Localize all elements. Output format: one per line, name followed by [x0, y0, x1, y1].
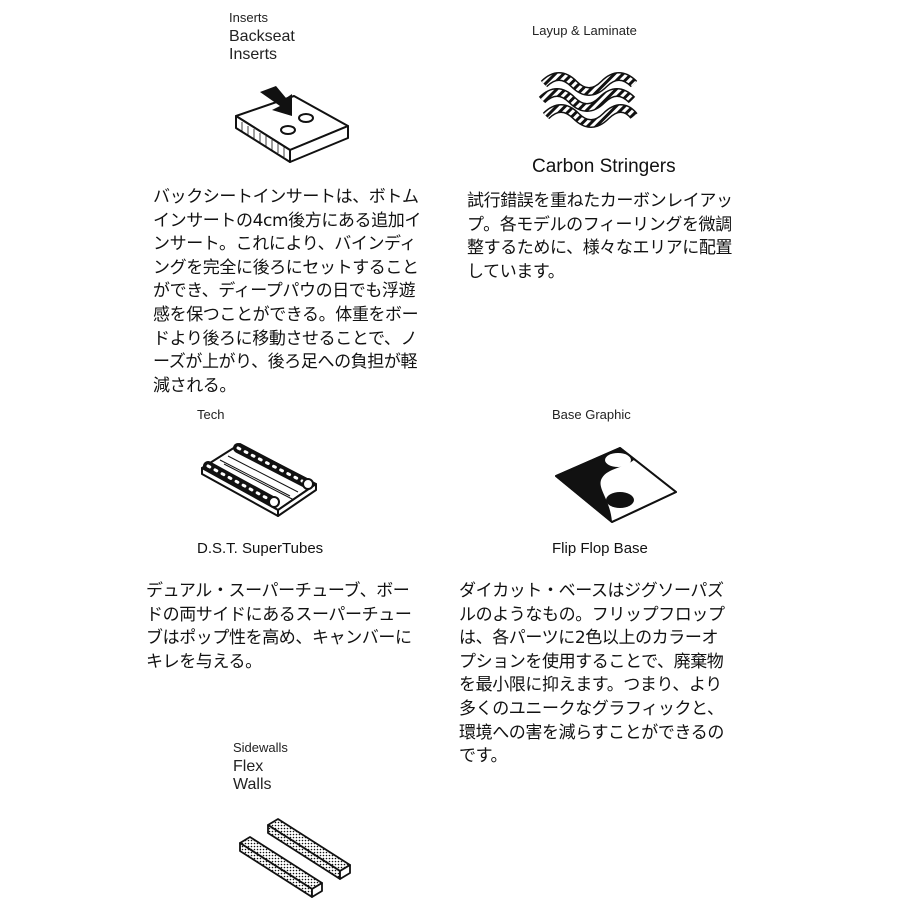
tech-name: D.S.T. SuperTubes: [197, 540, 324, 557]
tech-desc-line: キレを与える。: [146, 651, 262, 672]
layup-desc-line: 整するために、様々なエリアに配置: [467, 238, 733, 259]
inserts-desc-line: 感を保つことができる。体重をボー: [153, 304, 419, 325]
layup-desc-line: プ。各モデルのフィーリングを微調: [467, 214, 732, 235]
layup-desc-line: しています。: [467, 261, 565, 282]
flip-flop-base-icon: [555, 447, 677, 523]
flex-walls-icon: [239, 818, 351, 898]
base-desc-line: ダイカット・ベースはジグソーパズ: [459, 581, 724, 601]
base-desc-line: 多くのユニークなグラフィックと、: [459, 698, 724, 719]
base-desc-line: プションを使用することで、廃棄物: [459, 651, 724, 672]
super-tubes-icon: [201, 443, 317, 517]
base-desc-line: を最小限に抑えます。つまり、より: [459, 675, 722, 696]
inserts-desc-line: ーズが上がり、後ろ足への負担が軽: [153, 352, 418, 373]
tech-category: Tech: [197, 407, 225, 422]
base-desc-line: ルのようなもの。フリップフロップ: [459, 604, 725, 625]
sidewalls-name-line-2: Walls: [233, 776, 272, 793]
base-category: Base Graphic: [552, 407, 631, 422]
inserts-desc-line: ドより後ろに移動させることで、ノ: [153, 328, 418, 349]
inserts-category: Inserts: [229, 10, 269, 25]
base-name: Flip Flop Base: [552, 540, 648, 557]
board-inserts-icon: [235, 86, 349, 163]
layup-description: 試行錯誤を重ねたカーボンレイアッ プ。各モデルのフィーリングを微調 整するために…: [467, 190, 733, 284]
inserts-desc-line: ンサート。これにより、バインディ: [153, 234, 417, 255]
inserts-description: バックシートインサートは、ボトム インサートの4cm後方にある追加イ ンサート。…: [153, 186, 421, 398]
tech-desc-line: デュアル・スーパーチューブ、ボー: [146, 581, 410, 601]
base-desc-line: 環境への害を減らすことができるの: [459, 722, 724, 743]
sidewalls-name: Flex Walls: [233, 758, 272, 794]
sidewalls-name-line-1: Flex: [233, 758, 264, 775]
layup-desc-line: 試行錯誤を重ねたカーボンレイアッ: [467, 191, 733, 211]
inserts-desc-line: 減される。: [153, 375, 236, 396]
layup-category: Layup & Laminate: [532, 23, 637, 38]
inserts-name-line-1: Backseat: [229, 28, 295, 45]
tech-desc-line: ブはポップ性を高め、キャンバーに: [146, 628, 412, 649]
inserts-desc-line: バックシートインサートは、ボトム: [153, 187, 419, 207]
sidewalls-category: Sidewalls: [233, 740, 288, 755]
layup-name: Carbon Stringers: [532, 156, 676, 177]
tech-desc-line: ドの両サイドにあるスーパーチュー: [146, 604, 412, 625]
inserts-desc-line: ングを完全に後ろにセットすること: [153, 257, 419, 278]
carbon-stringers-icon: [538, 72, 638, 128]
base-description: ダイカット・ベースはジグソーパズ ルのようなもの。フリップフロップ は、各パーツ…: [459, 580, 725, 769]
inserts-desc-line: インサートの4cm後方にある追加イ: [153, 210, 421, 231]
base-desc-line: は、各パーツに2色以上のカラーオ: [459, 628, 719, 649]
tech-description: デュアル・スーパーチューブ、ボー ドの両サイドにあるスーパーチュー ブはポップ性…: [146, 580, 412, 674]
base-desc-line: です。: [459, 746, 508, 767]
inserts-name-line-2: Inserts: [229, 46, 278, 63]
inserts-desc-line: ができ、ディープパウの日でも浮遊: [153, 281, 416, 302]
inserts-name: Backseat Inserts: [229, 28, 295, 64]
